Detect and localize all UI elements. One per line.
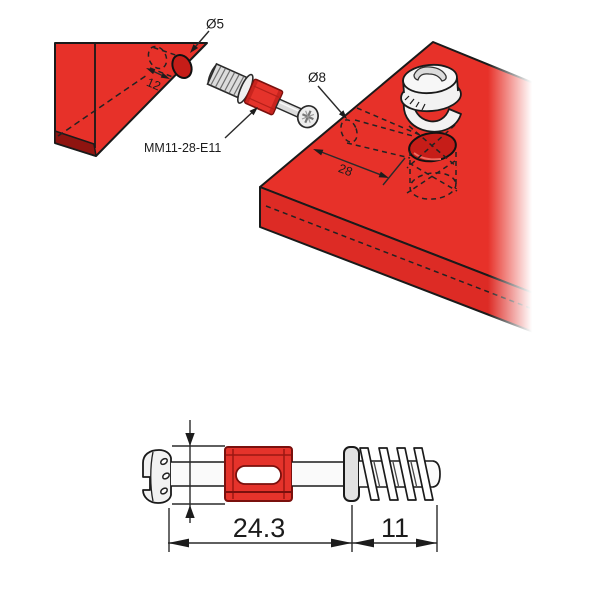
dimension-24-3-and-11: 24.3 11	[168, 505, 438, 552]
label-thread-length-11: 11	[381, 513, 409, 543]
label-part-number: MM11-28-E11	[144, 141, 221, 155]
dim28-extension-tick	[382, 157, 406, 186]
sleeve-dia-arrow-down	[185, 433, 195, 446]
bolt-head-pozi-recess	[301, 110, 315, 124]
sv-thread	[359, 447, 441, 501]
sv-shaft-left	[171, 462, 225, 486]
pilot-hole-axis-line	[57, 74, 148, 137]
sv-sleeve-slot	[235, 465, 282, 485]
dim28-arrowhead-right	[378, 171, 389, 178]
cam-flange-serrations	[404, 95, 426, 111]
sv-head-recess-marks	[159, 457, 171, 495]
callout-dia8: Ø8	[308, 70, 347, 119]
dim243-arrowhead-left	[168, 538, 189, 548]
part-number-leader-line	[224, 111, 253, 139]
cam-drive-slot	[413, 66, 447, 82]
pilot-hole-hidden-bottom	[147, 45, 168, 70]
label-distance-28: 28	[336, 161, 354, 179]
dim12-arrowhead-left	[146, 68, 156, 75]
cam-hole-hidden-bottom	[409, 172, 457, 200]
bolt-thread-ridges	[210, 66, 245, 96]
callout-dia5: Ø5	[190, 17, 224, 53]
dim11-arrowhead-left	[353, 538, 374, 548]
dim243-arrowhead-right	[331, 538, 352, 548]
dimension-sleeve-diameter	[172, 420, 225, 523]
cam-fitting	[400, 63, 462, 133]
sleeve-dia-arrow-up	[185, 505, 195, 518]
label-depth-12: 12	[144, 75, 162, 93]
dia8-leader-line	[317, 85, 343, 114]
pilot-hole-hidden-top-line	[153, 46, 179, 57]
cam-hole	[406, 124, 458, 200]
bolt-isometric	[206, 62, 319, 129]
pilot-hole	[57, 45, 193, 137]
dim11-arrowhead-right	[416, 538, 437, 548]
dia5-leader-arrowhead	[190, 44, 199, 53]
sv-shaft-right	[292, 462, 344, 486]
edge-bore-hidden-lines	[340, 107, 428, 159]
pilot-hole-mouth	[171, 53, 193, 80]
left-panel-end-face	[54, 130, 97, 157]
dia8-leader-arrowhead	[338, 110, 347, 119]
sv-thread-tip	[432, 460, 441, 488]
dim12-arrowhead-right	[160, 72, 170, 79]
front-face-hidden-line	[265, 205, 531, 309]
left-panel: 12	[54, 42, 208, 157]
dimension-distance-28: 28	[313, 149, 406, 186]
label-dia8: Ø8	[308, 70, 326, 85]
bolt-sleeve-left-band	[245, 79, 258, 104]
cam-hook	[402, 100, 462, 133]
sv-collar	[343, 446, 360, 502]
part-number-leader-arrowhead	[249, 107, 258, 116]
dimension-depth-12: 12	[144, 68, 170, 93]
side-view-bolt: 24.3 11	[142, 420, 441, 552]
dim28-arrowhead-left	[313, 149, 324, 156]
label-length-24-3: 24.3	[233, 513, 286, 543]
label-dia5: Ø5	[206, 17, 224, 32]
right-panel-fade	[488, 28, 568, 358]
callout-part-number: MM11-28-E11	[144, 107, 258, 155]
sv-sleeve	[224, 446, 293, 502]
